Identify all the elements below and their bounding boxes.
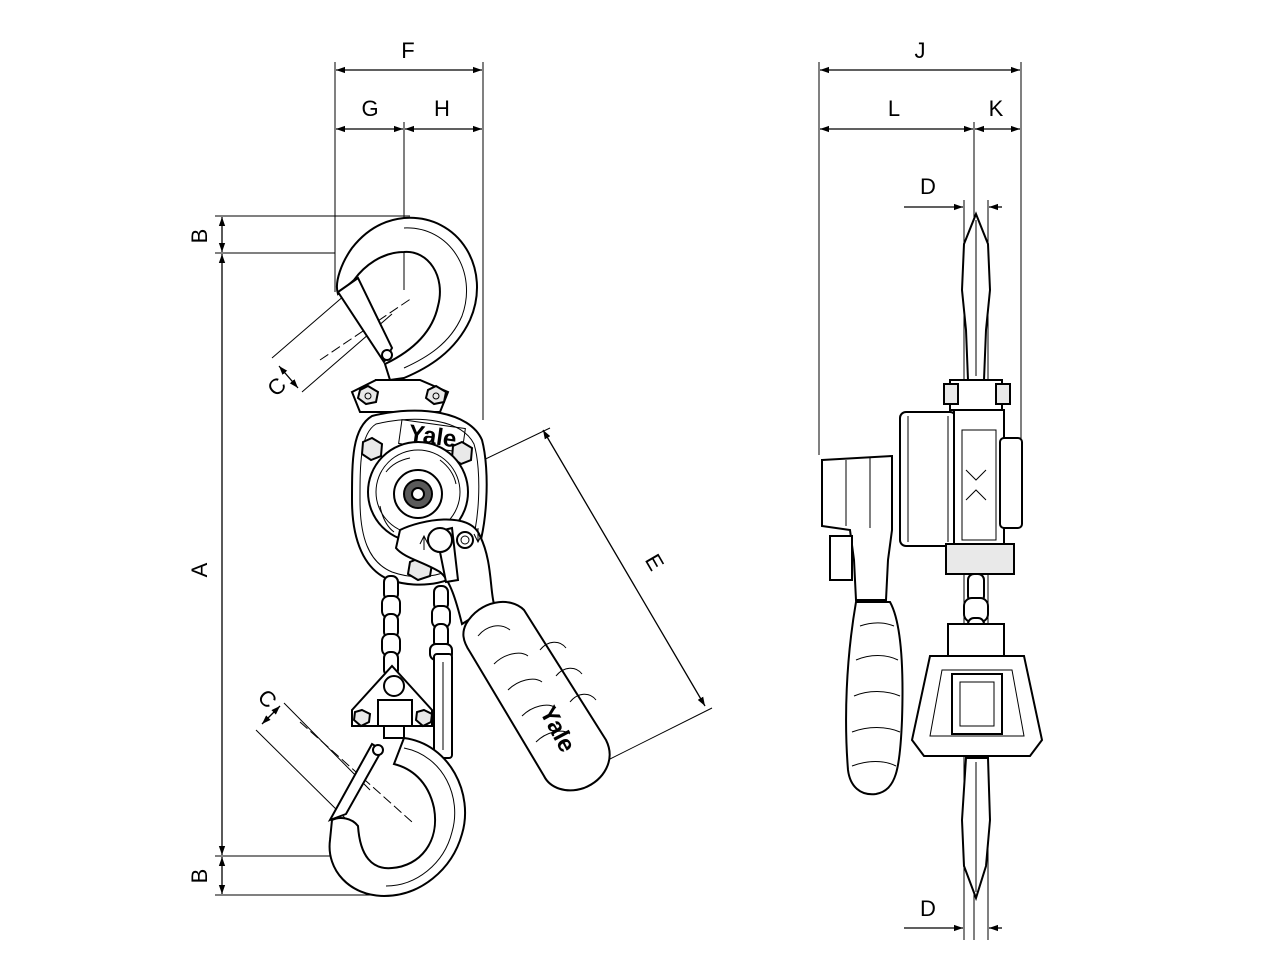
dimension-J: J: [820, 38, 1020, 74]
front-extension-lines: [215, 62, 484, 896]
label-G: G: [361, 96, 378, 121]
dimension-D-bottom: D: [904, 896, 1002, 932]
label-J: J: [915, 38, 926, 63]
lever-side: [821, 454, 893, 601]
label-K: K: [989, 96, 1004, 121]
load-chain-right: [429, 585, 453, 759]
dimension-A: A: [187, 254, 226, 855]
dimension-F: F: [336, 38, 482, 74]
bottom-block: [351, 664, 434, 739]
hoist-body-side: [899, 409, 1023, 575]
top-hook: [336, 216, 478, 401]
label-B-bottom: B: [187, 869, 212, 884]
label-D-bottom: D: [920, 896, 936, 921]
label-C-top: C: [262, 372, 291, 401]
dimension-B-bottom: B: [187, 857, 226, 894]
top-hook-side: [960, 211, 992, 381]
dimension-D-top: D: [904, 174, 1002, 211]
label-F: F: [401, 38, 414, 63]
label-A: A: [187, 562, 212, 577]
dimension-L: L: [820, 96, 973, 133]
dimension-B-top: B: [187, 217, 226, 252]
top-bracket-side: [943, 379, 1011, 411]
label-E: E: [640, 550, 669, 575]
dimension-G: G: [336, 96, 403, 133]
lever-handle: Yale: [462, 601, 611, 792]
label-H: H: [434, 96, 450, 121]
bottom-hook: [327, 736, 467, 898]
dimension-H: H: [405, 96, 482, 133]
lever-handle-side: [845, 601, 904, 796]
label-L: L: [888, 96, 900, 121]
bottom-hook-side: [960, 757, 992, 902]
load-chain-left: [381, 575, 401, 677]
label-D-top: D: [920, 174, 936, 199]
bottom-block-side: [910, 623, 1044, 757]
top-bracket: [350, 379, 450, 413]
dimension-K: K: [975, 96, 1020, 133]
side-view: J L K D D: [818, 38, 1044, 940]
label-B-top: B: [187, 229, 212, 244]
front-view: F G H B A B C: [187, 38, 713, 898]
